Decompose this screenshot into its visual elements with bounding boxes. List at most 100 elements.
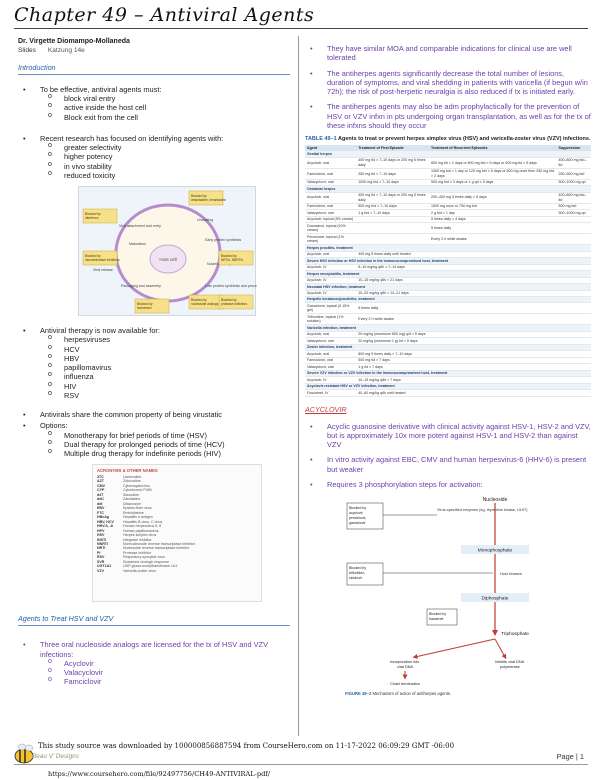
cycle-block-box: [188, 190, 224, 206]
block-acyclovir-line1: Blocked by: [349, 506, 366, 510]
incorporation-line2: viral DNA: [397, 665, 414, 669]
table-row: Acyclovir, topical (5% cream)5 times dai…: [305, 216, 591, 224]
table-cell: 500 mg bid × 3 days or 1 g qd × 5 days: [429, 179, 557, 187]
table-cell: 800 mg tid × 2 days or 800 mg bid × 5 da…: [429, 157, 557, 169]
table-cell: [429, 277, 557, 285]
table-group-cell: Acyclovir-resistant HSV or VZV infection…: [305, 383, 591, 391]
table-group-row: Herpetic keratoconjunctivitis, treatment: [305, 296, 591, 304]
list-item: HCV: [18, 344, 290, 354]
table-group-cell: Herpes proctitis, treatment: [305, 244, 591, 252]
list-item: active inside the host cell: [18, 102, 290, 112]
table-cell: Trifluridine, topical (1% solution): [305, 313, 357, 326]
virus-enzymes-label: Virus-specified enzymes (eg, thymidine k…: [437, 508, 528, 512]
table-cell: 250 mg tid × 7–10 days: [356, 168, 430, 180]
list-item: Options:: [18, 421, 290, 431]
table-cell: [556, 302, 591, 315]
table-group-row: Genital herpes: [305, 151, 591, 158]
list-item: Acyclovir: [18, 658, 290, 668]
table-cell: [556, 337, 591, 345]
table-cell: 1 g bid × 7–10 days: [356, 209, 430, 217]
table-group-cell: Herpetic keratoconjunctivitis, treatment: [305, 296, 591, 304]
table-cell: 500 mg bid × 7–10 days: [356, 203, 430, 211]
research-list: greater selectivityhigher potencyin vivo…: [18, 142, 290, 180]
acronym-value: Didanosine: [123, 501, 141, 506]
cycle-block-boxes: Blocked by amantadine, rimantadineBlocked…: [82, 190, 254, 314]
table-cell: 10–15 mg/kg q8h × 21 days: [356, 277, 430, 285]
acronym-key: HBV, HCV: [97, 519, 114, 524]
table-cell: 500 mg bid: [556, 203, 591, 211]
table-cell: Acyclovir, IV: [305, 290, 357, 298]
table-cell: Acyclovir, oral: [305, 192, 357, 204]
triphosphate-label: Triphosphate: [501, 631, 529, 637]
table-cell: 1500 mg once or 750 mg bid: [429, 203, 557, 211]
acronym-value: Nucleoside reverse transcriptase inhibit…: [123, 546, 189, 551]
block-trifluridine-line1: Blocked by: [349, 566, 366, 570]
table-group-cell: Orolabial herpes: [305, 185, 591, 193]
acronym-value: Stavudine: [123, 492, 139, 497]
table-cell: [429, 331, 557, 339]
acronym-key: NNRTI: [97, 542, 108, 546]
acronym-value: Epstein-Barr virus: [123, 506, 152, 511]
table-cell: Ganciclovir, topical (0.15% gel): [305, 302, 357, 315]
table-cell: Acyclovir, oral: [305, 251, 357, 259]
acronym-key: NRTI: [97, 546, 106, 551]
acronym-value: Cytochrome P450: [123, 488, 152, 493]
table-cell: Valacyclovir, oral: [305, 209, 357, 217]
table-row: Docosanol, topical (10% cream)5 times da…: [305, 222, 591, 235]
table-cell: Famciclovir, oral: [305, 168, 357, 180]
block-trifluridine-line2: trifluridine,: [349, 571, 365, 575]
figure-number: FIGURE 49–2: [345, 691, 372, 697]
block-box-trifluridine: [346, 562, 384, 586]
table-cell: 5–10 mg/kg q8h × 7–14 days: [356, 264, 430, 272]
list-item: Valacyclovir: [18, 667, 290, 677]
list-item: To be effective, antiviral agents must:: [18, 85, 290, 95]
block-foscarnet-line1: Blocked by: [429, 612, 446, 616]
cycle-step-label: Late protein synthesis and processing: [205, 284, 257, 288]
cycle-block-box: [218, 250, 254, 266]
table-cell: 400 mg tid × 7–10 days or 200 mg 5 times…: [356, 192, 430, 204]
table-cell: 500 mg tid × 7 days: [356, 357, 430, 365]
acronym-key: VZV: [97, 568, 104, 573]
host-kinases-label: Host kinases: [500, 572, 522, 576]
cycle-block-line: Blocked by: [191, 298, 207, 302]
cycle-step-label: Viral attachment and entry: [119, 224, 161, 228]
available-list: herpesvirusesHCVHBVpapillomavirusinfluen…: [18, 334, 290, 400]
acronym-row: HBV, HCV Hepatitis B virus, C virus: [97, 520, 257, 524]
table-group-row: Neonatal HSV infection, treatment: [305, 283, 591, 291]
table-cell: 400 mg tid × 7–10 days or 200 mg 5 times…: [356, 157, 430, 169]
acronym-value: Hepatitis B virus, C virus: [123, 519, 163, 524]
acronym-key: 3TC: [97, 474, 104, 479]
acronym-value: Respiratory syncytial virus: [123, 555, 165, 560]
table-cell: 250–500 mg bid: [556, 168, 591, 180]
block-acyclovir-line2: acyclovir,: [349, 511, 363, 515]
cycle-block-line: amantadine, rimantadine: [191, 198, 226, 202]
table-cell: Acyclovir, oral: [305, 331, 357, 339]
table-cell: 400–800 mg bid–tid: [556, 157, 591, 169]
cycle-block-line: interferon: [85, 216, 99, 220]
author: Dr. Virgette Diomampo-Mollaneda: [18, 38, 130, 45]
acronym-key: HBeAg: [97, 515, 109, 520]
table-cell: [429, 350, 557, 358]
options-list: Monotherapy for brief periods of time (H…: [18, 430, 290, 459]
table-cell: [556, 376, 591, 384]
list-item: HBV: [18, 353, 290, 363]
source-url[interactable]: https://www.coursehero.com/file/92497756…: [48, 770, 270, 778]
